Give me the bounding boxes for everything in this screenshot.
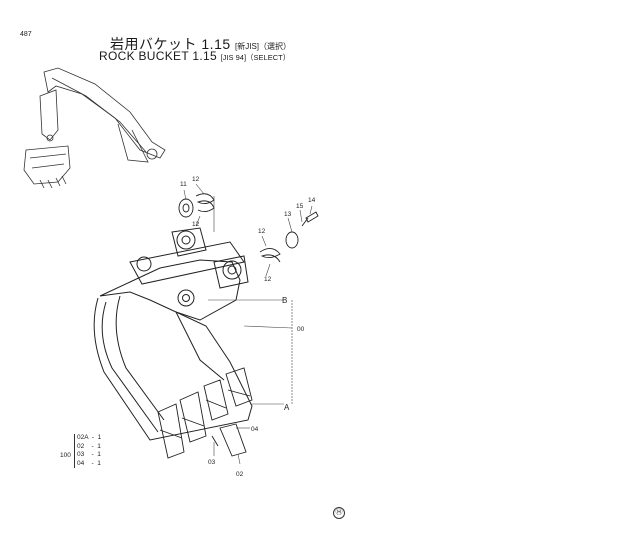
excavator-arm-illustration — [23, 67, 166, 189]
callout-12-top: 12 — [192, 176, 200, 183]
callout-12-bottom: 12 — [264, 276, 272, 283]
callout-11: 11 — [180, 181, 187, 188]
callout-02: 02 — [236, 471, 244, 478]
title-japanese: 岩用バケット 1.15 [新JIS]（選択） — [110, 34, 291, 54]
part-code: 03 — [77, 451, 85, 458]
part-qty: 1 — [97, 442, 101, 450]
parts-row: 03 - 1 — [77, 451, 101, 458]
part-code: 02A — [77, 434, 89, 441]
title-english-sub: [JIS 94]（SELECT） — [220, 53, 291, 62]
title-japanese-sub: [新JIS]（選択） — [235, 42, 292, 51]
callout-15: 15 — [296, 203, 304, 210]
callout-13: 13 — [284, 211, 292, 218]
part-qty: 1 — [97, 434, 102, 441]
parts-row: 04 - 1 — [77, 459, 101, 467]
parts-list-rows: 02A - 1 02 - 1 03 - 1 04 - 1 — [74, 434, 101, 468]
parts-row: 02 - 1 — [77, 442, 101, 450]
part-code: 02 — [77, 442, 85, 450]
reference-a: A — [284, 403, 290, 412]
callout-12-mid: 12 — [192, 221, 200, 228]
callout-03: 03 — [208, 459, 216, 466]
callout-lines — [183, 183, 313, 465]
parts-row: 02A - 1 — [77, 434, 102, 441]
reference-b: B — [282, 296, 287, 305]
bucket-teeth — [157, 367, 253, 459]
title-japanese-main: 岩用バケット 1.15 — [110, 36, 231, 52]
part-qty: 1 — [97, 451, 101, 458]
callout-04: 04 — [251, 426, 259, 433]
parts-list-key: 100 — [60, 452, 71, 459]
callout-14: 14 — [308, 197, 316, 204]
title-english: ROCK BUCKET 1.15 [JIS 94]（SELECT） — [99, 49, 290, 63]
bucket-body — [93, 227, 253, 441]
part-qty: 1 — [97, 459, 101, 467]
part-code: 04 — [77, 459, 85, 467]
callout-00: 00 — [297, 326, 305, 333]
callout-12-right: 12 — [258, 228, 266, 235]
circled-h-mark: Ⓗ — [333, 507, 345, 519]
page-number: 487 — [20, 31, 32, 38]
title-english-main: ROCK BUCKET 1.15 — [99, 49, 217, 63]
